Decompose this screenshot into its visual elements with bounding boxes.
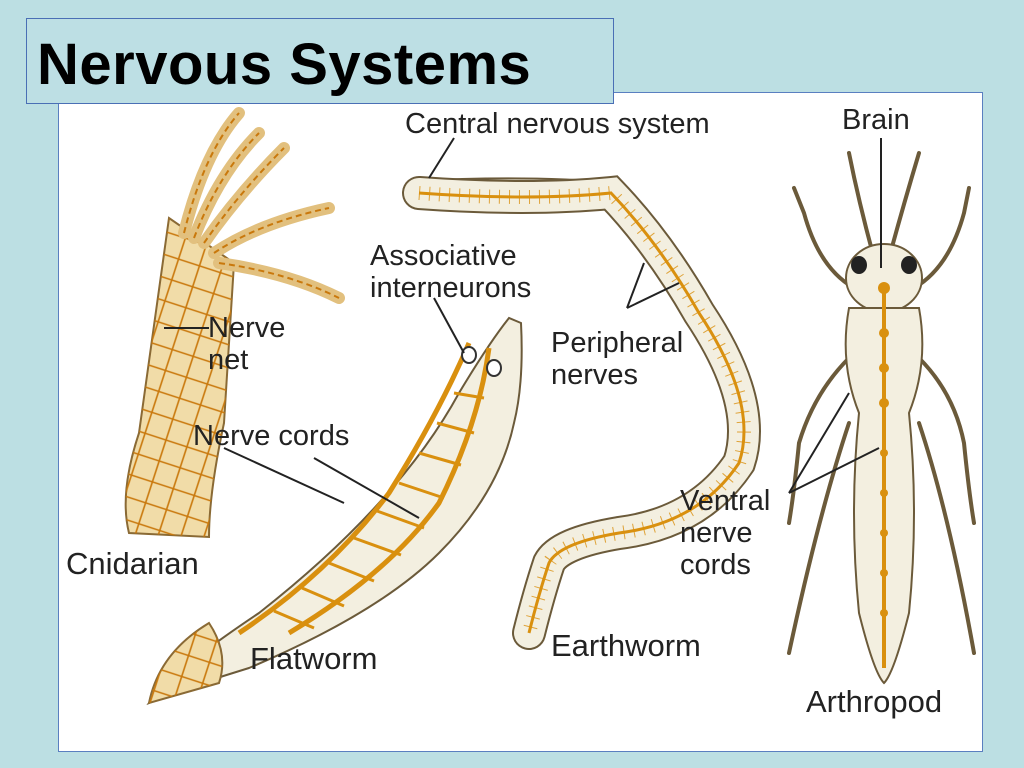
label-earthworm: Earthworm — [551, 630, 701, 662]
label-nerve-cords: Nerve cords — [193, 420, 349, 452]
label-cnidarian: Cnidarian — [66, 548, 199, 580]
label-peripheral-nerves: Peripheral nerves — [551, 327, 683, 391]
label-flatworm: Flatworm — [250, 643, 377, 675]
label-arthropod: Arthropod — [806, 686, 942, 718]
label-central-nervous-system: Central nervous system — [405, 108, 710, 140]
label-ventral-nerve-cords: Ventral nerve cords — [680, 485, 770, 581]
arthropod-figure — [789, 138, 974, 683]
label-nerve-net: Nerve net — [208, 312, 285, 376]
label-brain: Brain — [842, 104, 910, 136]
label-associative-interneurons: Associative interneurons — [370, 240, 531, 304]
slide-title: Nervous Systems — [37, 31, 531, 98]
slide-title-box: Nervous Systems — [26, 18, 614, 104]
